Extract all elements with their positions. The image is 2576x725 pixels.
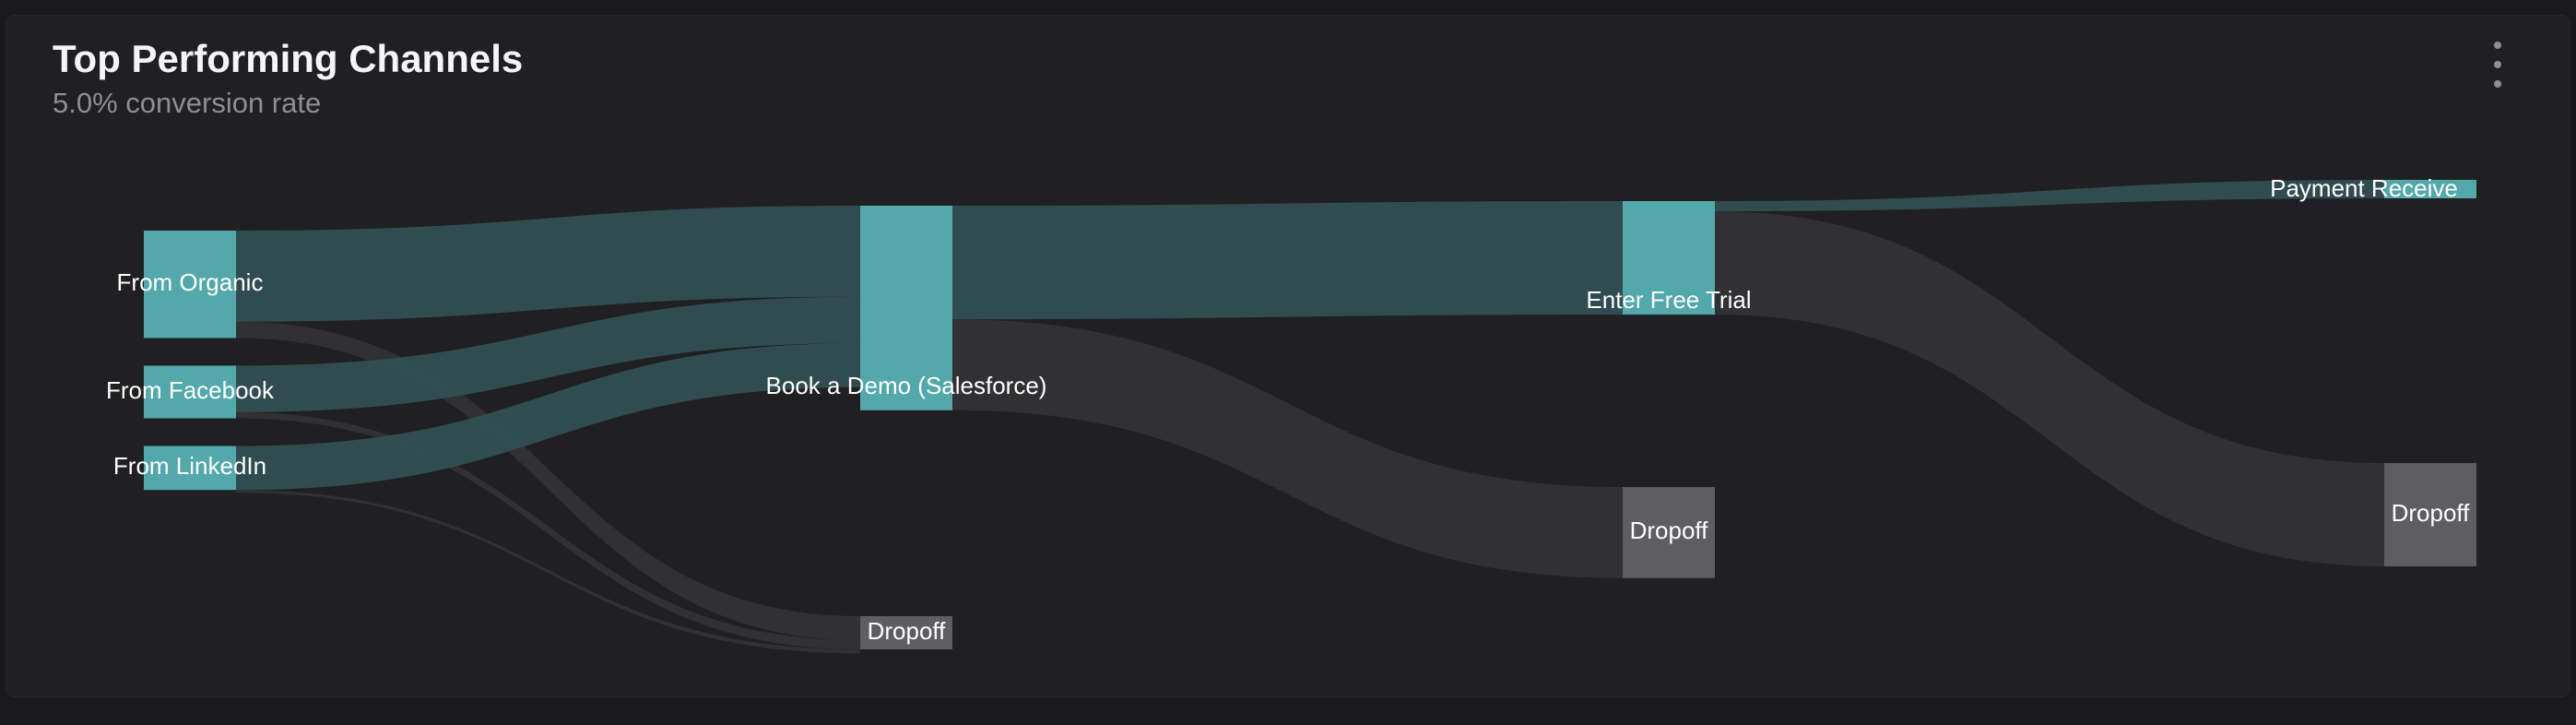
sankey-node-demo[interactable] [860, 206, 952, 410]
sankey-node-drop1[interactable] [860, 616, 952, 649]
sankey-link-organic-to-demo[interactable] [236, 206, 860, 322]
sankey-node-facebook[interactable] [144, 365, 236, 419]
kebab-dot [2494, 42, 2501, 49]
sankey-link-organic-to-drop1[interactable] [236, 321, 860, 641]
sankey-node-drop2[interactable] [1623, 487, 1715, 578]
kebab-dot [2494, 80, 2501, 88]
sankey-label-trial: Enter Free Trial [1586, 286, 1751, 314]
sankey-label-drop2: Dropoff [1630, 517, 1709, 544]
sankey-links [236, 180, 2384, 654]
sankey-nodes [144, 180, 2476, 649]
sankey-link-facebook-to-demo[interactable] [236, 296, 860, 412]
more-vertical-icon[interactable] [2487, 42, 2509, 88]
sankey-link-demo-to-drop2[interactable] [952, 319, 1623, 578]
sankey-link-trial-to-drop3[interactable] [1715, 211, 2384, 566]
sankey-label-payment: Payment Receive [2270, 174, 2458, 202]
sankey-link-facebook-to-drop1[interactable] [236, 411, 860, 649]
card-title: Top Performing Channels [53, 37, 524, 80]
sankey-link-trial-to-payment[interactable] [1715, 180, 2384, 212]
sankey-node-trial[interactable] [1623, 201, 1715, 315]
sankey-label-drop1: Dropoff [868, 617, 947, 645]
sankey-label-demo: Book a Demo (Salesforce) [766, 372, 1047, 399]
sankey-label-drop3: Dropoff [2392, 499, 2471, 527]
card-subtitle: 5.0% conversion rate [53, 87, 322, 119]
sankey-link-demo-to-trial[interactable] [952, 201, 1623, 320]
sankey-label-linkedin: From LinkedIn [113, 452, 266, 480]
sankey-node-drop3[interactable] [2384, 463, 2476, 566]
sankey-node-organic[interactable] [144, 231, 236, 339]
sankey-link-linkedin-to-demo[interactable] [236, 343, 860, 491]
sankey-label-facebook: From Facebook [106, 376, 275, 404]
kebab-dot [2494, 61, 2501, 68]
sankey-label-organic: From Organic [117, 268, 264, 296]
sankey-link-linkedin-to-drop1[interactable] [236, 490, 860, 654]
sankey-node-payment[interactable] [2384, 180, 2476, 198]
sankey-node-linkedin[interactable] [144, 446, 236, 491]
